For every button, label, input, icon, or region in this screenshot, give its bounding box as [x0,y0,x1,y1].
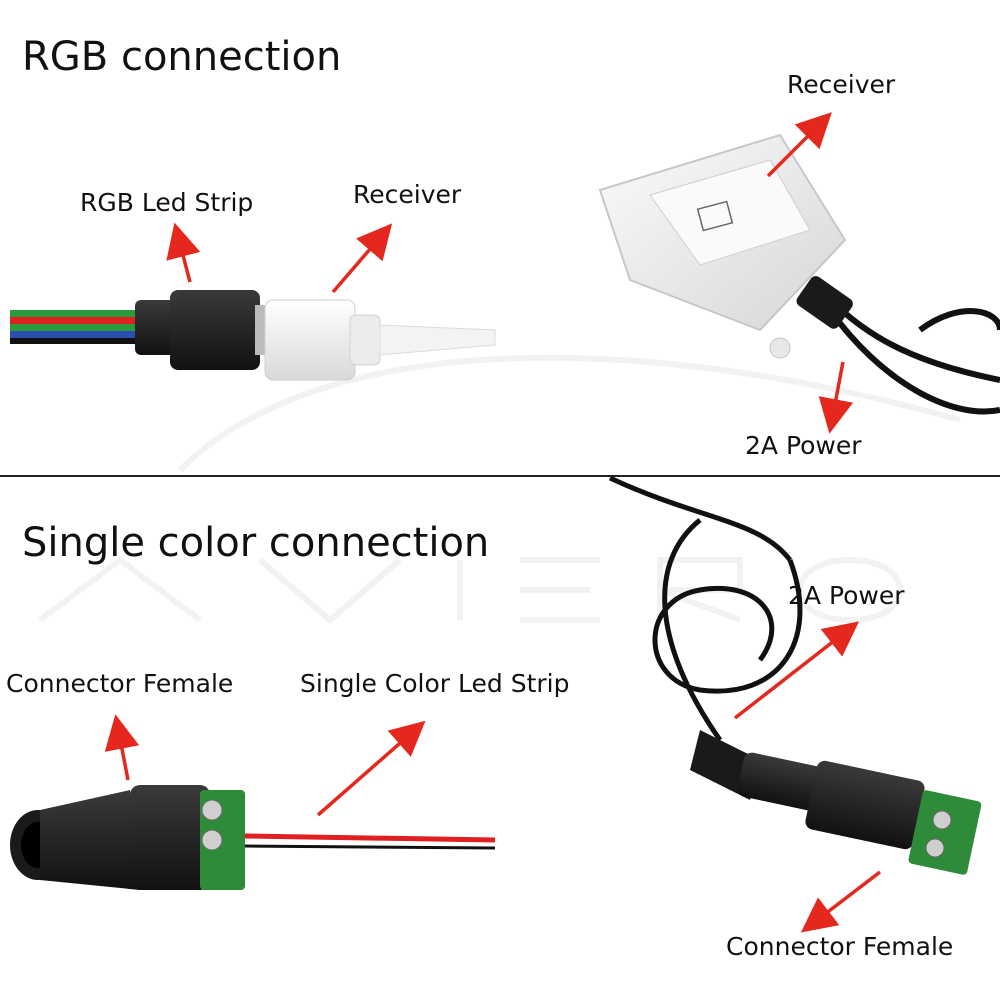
single-barrel-plug [690,730,833,813]
arrow-led-strip [166,222,201,283]
arrow-connector-right [800,870,882,933]
arrow-receiver-plug [331,223,393,294]
single-connector-left [10,785,245,890]
arrow-receiver-box [766,112,832,178]
rgb-black-plug [135,290,270,370]
rgb-white-plug [264,299,496,381]
label-rgb-led-strip: RGB Led Strip [80,188,254,217]
receiver-box [598,133,847,359]
single-red-black-wire [244,833,496,850]
label-power-top: 2A Power [745,431,862,460]
label-connector-right: Connector Female [726,932,954,961]
label-power-bottom: 2A Power [788,581,905,610]
rgb-ribbon-cable [10,310,150,344]
single-connector-right [805,760,982,875]
arrow-power-bottom [733,621,860,720]
single-section-title: Single color connection [22,520,490,566]
section-divider [0,475,1000,477]
arrow-single-led-strip [316,720,426,817]
label-connector-left: Connector Female [6,669,234,698]
label-single-led-strip: Single Color Led Strip [300,669,570,698]
rgb-section-title: RGB connection [22,34,342,80]
label-receiver-box: Receiver [787,70,896,99]
arrow-connector-left [104,714,140,781]
receiver-plug-boot [796,276,853,329]
watermark-logo [38,354,961,624]
arrow-power-top [818,361,854,434]
power-cable-coil [608,475,803,742]
label-receiver-plug: Receiver [353,180,462,209]
